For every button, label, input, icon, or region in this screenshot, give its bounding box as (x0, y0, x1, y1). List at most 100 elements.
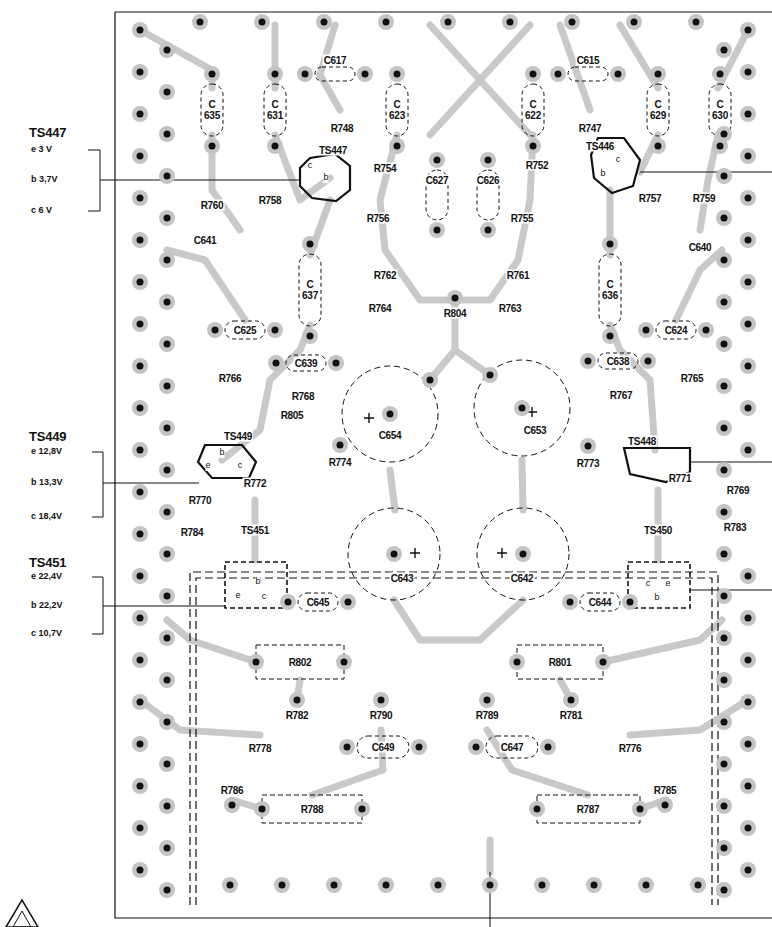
pad-hole (721, 677, 728, 684)
pad-ring (602, 328, 618, 344)
transistor-callout: TS449 (28, 430, 67, 444)
solder-pad (602, 328, 618, 344)
pad-ring (632, 801, 648, 817)
copper-traces (140, 25, 748, 872)
pad-ring (480, 222, 496, 238)
part-name: TS447 (318, 145, 348, 156)
pad-hole (514, 659, 521, 666)
solder-pad (302, 328, 318, 344)
solder-pad (132, 64, 148, 80)
pad-ring (740, 568, 756, 584)
voltage-reading: c 6 V (30, 206, 53, 216)
pad-ring (328, 355, 344, 371)
pad-ring (132, 64, 148, 80)
pad-ring (316, 14, 332, 30)
solder-pad (740, 610, 756, 626)
pad-ring (354, 801, 370, 817)
pad-hole (600, 659, 607, 666)
pad-hole (164, 341, 171, 348)
solder-pad (389, 138, 405, 154)
solder-pad (268, 355, 284, 371)
transistor-callout: TS447 (28, 126, 67, 140)
pad-ring (650, 138, 666, 154)
pad-ring (740, 652, 756, 668)
pad-hole (294, 697, 301, 704)
pad-ring (389, 66, 405, 82)
solder-pad (159, 630, 175, 646)
capacitor-outline (315, 67, 355, 81)
pad-hole (164, 299, 171, 306)
solder-pad (740, 400, 756, 416)
solder-pad (132, 778, 148, 794)
capacitor-outline (647, 84, 669, 136)
solder-pad (132, 610, 148, 626)
pad-hole (485, 227, 492, 234)
pad-ring (610, 66, 626, 82)
pad-hole (307, 241, 314, 248)
pad-hole (745, 699, 752, 706)
pad-hole (362, 71, 369, 78)
part-name: R781 (559, 710, 584, 721)
solder-pad (716, 882, 732, 898)
pad-ring (509, 654, 525, 670)
part-name: R787 (576, 804, 601, 815)
pad-hole (643, 882, 650, 889)
pad-ring (540, 739, 556, 755)
transistor-outline (225, 562, 287, 608)
pad-hole (530, 143, 537, 150)
part-name: R785 (653, 785, 678, 796)
pad-ring (159, 756, 175, 772)
pad-hole (383, 19, 390, 26)
pad-ring (132, 358, 148, 374)
part-name: C625 (233, 325, 258, 336)
pad-hole (631, 19, 638, 26)
pad-ring (740, 106, 756, 122)
pad-ring (132, 526, 148, 542)
solder-pad (698, 322, 714, 338)
pad-ring (159, 630, 175, 646)
pad-ring (254, 14, 270, 30)
solder-pad (586, 877, 602, 893)
pad-ring (562, 594, 578, 610)
solder-pad (716, 714, 732, 730)
solder-pad (132, 862, 148, 878)
pin-letter: b (323, 173, 328, 183)
pad-hole (137, 867, 144, 874)
pad-hole (721, 47, 728, 54)
pad-hole (520, 551, 527, 558)
pin-letter: c (238, 461, 243, 471)
copper-trace (610, 325, 655, 450)
solder-pad (740, 736, 756, 752)
solder-pad (580, 438, 596, 454)
solder-pad (267, 322, 283, 338)
pad-hole (345, 599, 352, 606)
pad-hole (164, 89, 171, 96)
pad-hole (137, 321, 144, 328)
pad-hole (391, 551, 398, 558)
pad-hole (445, 19, 452, 26)
capacitor-outlines (201, 67, 731, 758)
solder-pad (159, 168, 175, 184)
pad-hole (745, 279, 752, 286)
pad-hole (229, 802, 236, 809)
leader-line (490, 172, 772, 927)
solder-pad (716, 420, 732, 436)
part-name: TS449 (223, 431, 253, 442)
pad-ring (267, 322, 283, 338)
part-name: R784 (180, 527, 205, 538)
part-name: R790 (369, 710, 394, 721)
pad-ring (716, 42, 732, 58)
pad-ring (740, 274, 756, 290)
solder-pad (159, 504, 175, 520)
pad-hole (137, 27, 144, 34)
solder-pad (159, 420, 175, 436)
part-name: C617 (323, 55, 348, 66)
pad-ring (332, 437, 348, 453)
pad-hole (607, 241, 614, 248)
solder-pad (688, 14, 704, 30)
part-name: R773 (576, 458, 601, 469)
pad-ring (340, 594, 356, 610)
solder-pad (132, 694, 148, 710)
pad-ring (712, 138, 728, 154)
pad-hole (137, 783, 144, 790)
